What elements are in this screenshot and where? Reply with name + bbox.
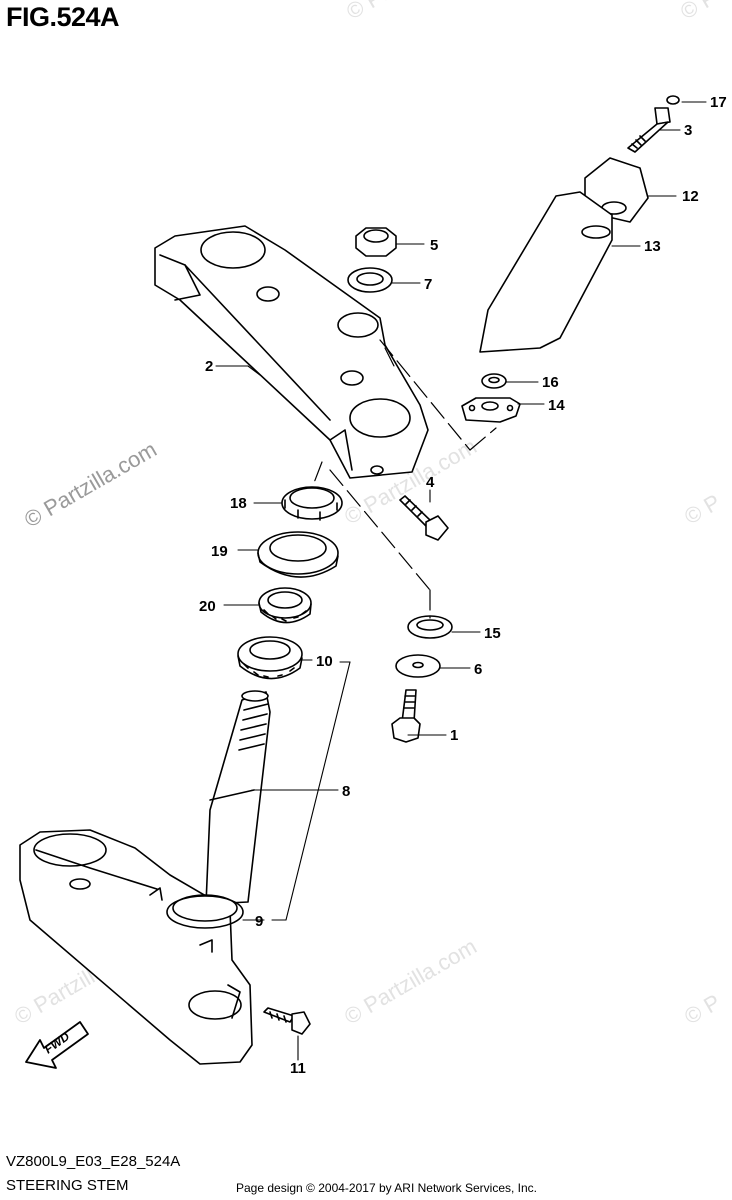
leader-lines	[215, 101, 707, 1061]
svg-text:© Pa: © Pa	[342, 0, 398, 24]
part-label-2: 2	[205, 358, 213, 375]
part-label-6: 6	[474, 661, 482, 678]
figure-title: FIG.524A	[6, 2, 120, 32]
fwd-arrow: FWD	[25, 1021, 89, 1069]
part-label-19: 19	[211, 543, 228, 560]
part-label-8: 8	[342, 783, 350, 800]
part-label-10: 10	[316, 653, 333, 670]
part-label-16: 16	[542, 374, 559, 391]
svg-text:© Partzilla.com: © Partzilla.com	[340, 934, 481, 1030]
part-label-9: 9	[255, 913, 263, 930]
seal-9	[166, 895, 244, 929]
svg-text:© P: © P	[680, 489, 725, 529]
diagram-code: VZ800L9_E03_E28_524A	[6, 1153, 181, 1170]
bearing-20	[258, 587, 312, 624]
washer-7	[347, 267, 393, 293]
diagram-name: STEERING STEM	[6, 1177, 129, 1194]
part-label-17: 17	[710, 94, 727, 111]
part-label-12: 12	[682, 188, 699, 205]
lower-bracket	[19, 829, 253, 1065]
part-label-5: 5	[430, 237, 438, 254]
part-labels: 1 2 3 4 5 6 7 8 9 10 11 12 13 14 15 16 1…	[199, 94, 727, 1077]
part-label-15: 15	[484, 625, 501, 642]
steering-stem	[172, 690, 271, 922]
seal-19	[257, 531, 339, 578]
handlebar	[479, 191, 613, 353]
nut-18	[281, 486, 343, 521]
part-label-1: 1	[450, 727, 458, 744]
cap-nut	[355, 227, 397, 257]
part-label-13: 13	[644, 238, 661, 255]
washer-16	[481, 373, 507, 389]
part-label-11: 11	[290, 1060, 306, 1077]
part-label-3: 3	[684, 122, 692, 139]
part-label-20: 20	[199, 598, 216, 615]
bolt-4	[399, 495, 449, 541]
part-label-14: 14	[548, 397, 565, 414]
plate-14	[461, 397, 521, 423]
bolt-1	[391, 689, 421, 743]
washer-6	[395, 654, 441, 678]
washer-15	[407, 615, 453, 639]
part-label-18: 18	[230, 495, 247, 512]
watermark: © Partzilla.com	[20, 437, 161, 533]
svg-text:© P: © P	[680, 989, 725, 1029]
assembly-lines	[311, 339, 497, 619]
upper-bracket	[154, 225, 429, 479]
bolt-3	[627, 95, 680, 153]
part-label-4: 4	[426, 474, 435, 491]
svg-text:© P: © P	[676, 0, 721, 24]
bolt-11	[263, 1007, 311, 1035]
bearing-10	[237, 636, 303, 680]
copyright-notice: Page design © 2004-2017 by ARI Network S…	[236, 1181, 538, 1195]
part-label-7: 7	[424, 276, 432, 293]
